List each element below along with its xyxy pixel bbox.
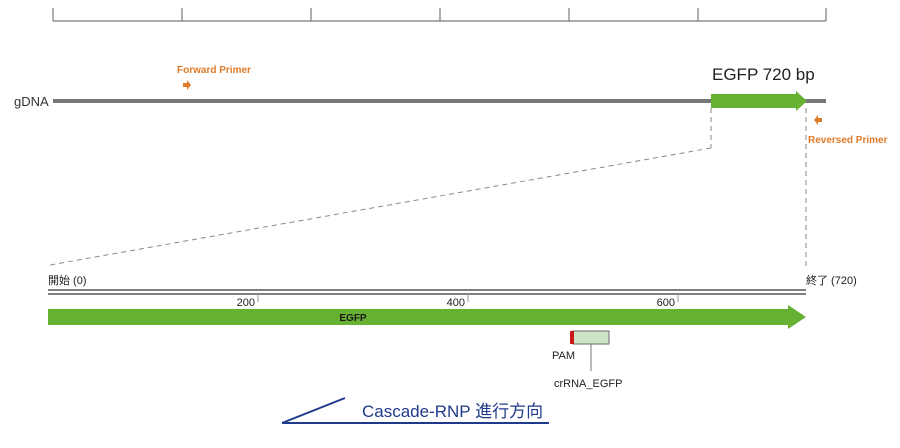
pam-label: PAM: [552, 350, 575, 362]
tick-label-400: 400: [447, 297, 465, 309]
forward-primer-arrow-icon: [183, 80, 191, 90]
tick-label-200: 200: [237, 297, 255, 309]
direction-label: Cascade-RNP 進行方向: [362, 402, 543, 421]
reversed-primer-arrow-icon: [814, 115, 822, 125]
egfp-gene-label: EGFP 720 bp: [712, 65, 815, 84]
crrna-label: crRNA_EGFP: [554, 378, 622, 390]
crrna-target-box: [572, 330, 610, 345]
top-ruler: [52, 8, 827, 22]
pam-marker: [570, 331, 574, 344]
egfp-feature-label: EGFP: [339, 313, 367, 324]
egfp-feature-arrow: [48, 305, 806, 329]
egfp-gene-arrow: [711, 91, 807, 111]
forward-primer-label: Forward Primer: [177, 65, 251, 76]
reversed-primer-label: Reversed Primer: [808, 135, 888, 146]
tick-label-600: 600: [657, 297, 675, 309]
zoom-ruler: [48, 289, 806, 302]
gdna-label: gDNA: [14, 94, 49, 109]
direction-wedge: [281, 397, 346, 424]
zoom-start-label: 開始 (0): [48, 273, 87, 287]
zoom-connector-lines: [49, 108, 807, 268]
zoom-end-label: 終了 (720): [806, 273, 857, 287]
